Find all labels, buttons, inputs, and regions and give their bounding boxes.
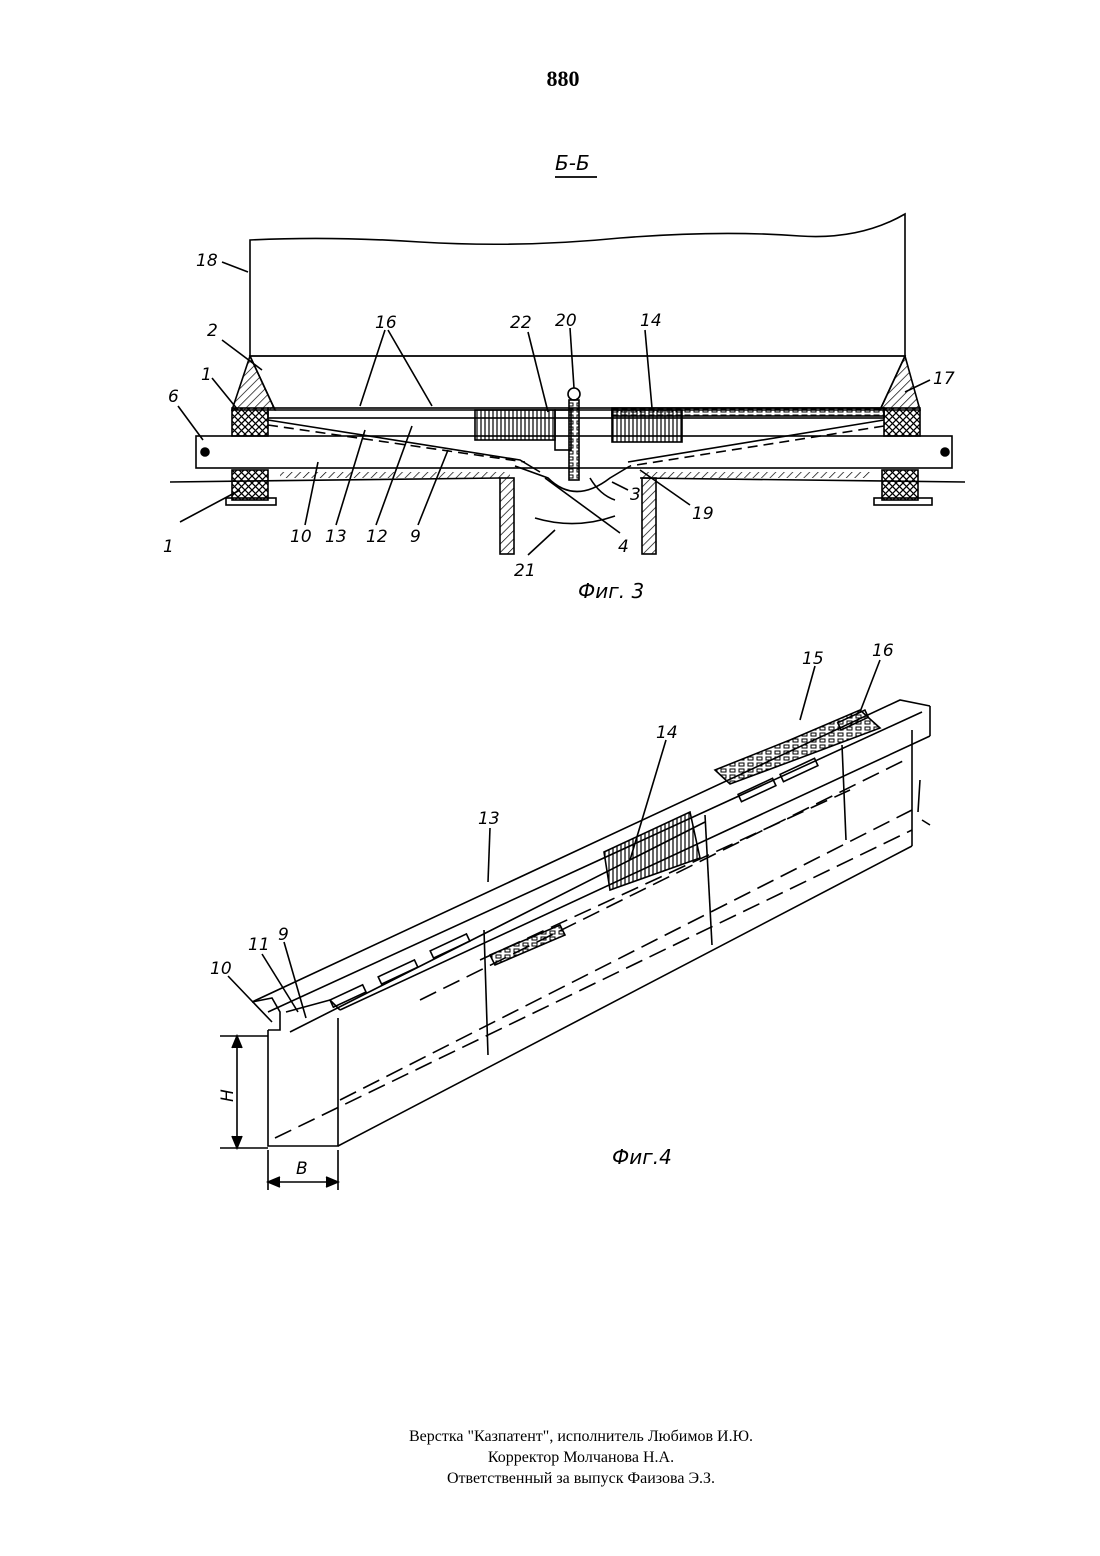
- post-left: [500, 478, 514, 554]
- break-line-2: [705, 815, 712, 945]
- section-label: Б-Б: [555, 151, 590, 175]
- leader-6: [178, 406, 203, 440]
- trough-bottom-edge: [338, 846, 912, 1146]
- label-11: 11: [248, 935, 270, 955]
- label-16: 16: [375, 313, 397, 333]
- trough-top-edge-front: [268, 712, 922, 1012]
- label-6: 6: [168, 387, 179, 407]
- label-15: 15: [802, 649, 824, 669]
- label-20: 20: [555, 311, 577, 331]
- grate-panel-14: [604, 812, 700, 890]
- figure-4: [220, 660, 930, 1190]
- leader-14: [645, 330, 652, 408]
- footer-line-3: Ответственный за выпуск Фаизова Э.З.: [0, 1468, 1100, 1489]
- leader-1a: [212, 378, 238, 410]
- ground-left: [170, 478, 500, 482]
- figure-3-caption: Фиг. 3: [578, 579, 644, 603]
- leader-15: [800, 666, 815, 720]
- dim-h-label: H: [218, 1089, 238, 1102]
- label-19: 19: [692, 504, 714, 524]
- post-right: [642, 478, 656, 554]
- label-14: 14: [640, 311, 662, 331]
- pin-right: [941, 448, 949, 456]
- grate-14: [612, 408, 884, 416]
- figure-4-caption: Фиг.4: [612, 1145, 672, 1169]
- label-1b: 1: [163, 537, 174, 557]
- footer: Верстка "Казпатент", исполнитель Любимов…: [0, 1426, 1100, 1489]
- label-12: 12: [366, 527, 388, 547]
- label-13: 13: [325, 527, 347, 547]
- pin-left: [201, 448, 209, 456]
- seal-right-top: [884, 408, 920, 436]
- leader-16: [360, 330, 432, 406]
- leader-10: [305, 462, 318, 525]
- leader-9: [418, 450, 448, 525]
- leader-3: [612, 482, 628, 490]
- label-13-fig4: 13: [478, 809, 500, 829]
- leader-20: [570, 328, 574, 388]
- footer-line-1: Верстка "Казпатент", исполнитель Любимов…: [0, 1426, 1100, 1447]
- slot-1: [430, 934, 470, 958]
- rod-eye-20: [568, 388, 580, 400]
- leader-18: [222, 262, 248, 272]
- trough-front-face: [268, 1018, 338, 1146]
- leader-22: [528, 332, 548, 412]
- label-3: 3: [630, 485, 641, 505]
- label-2: 2: [207, 321, 218, 341]
- figure-3: Б-Б: [170, 151, 965, 555]
- leader-16-fig4: [860, 660, 880, 712]
- label-18: 18: [196, 251, 218, 271]
- label-17: 17: [933, 369, 955, 389]
- leader-21: [528, 530, 555, 555]
- label-10: 10: [290, 527, 312, 547]
- leader-1b: [180, 490, 240, 522]
- slot-2: [378, 960, 418, 984]
- leader-13-fig4: [488, 828, 490, 882]
- leader-4: [545, 478, 620, 533]
- label-16-fig4: 16: [872, 641, 894, 661]
- inner-slope-dashed-1: [275, 830, 912, 1138]
- footer-line-2: Корректор Молчанова Н.А.: [0, 1447, 1100, 1468]
- inner-slope-dashed-3: [420, 760, 905, 1000]
- ground-hatch-right: [640, 472, 870, 478]
- label-21: 21: [514, 561, 536, 581]
- label-9: 9: [410, 527, 421, 547]
- hopper-right-wall: [880, 356, 920, 410]
- perforated-area-15: [715, 710, 880, 784]
- label-22: 22: [510, 313, 532, 333]
- wagon-body: [250, 214, 905, 356]
- label-9-fig4: 9: [278, 925, 289, 945]
- figure-3-labels: 18 2 1 6 16 22 20 14 17 1 10 13 12 9 4 3…: [163, 251, 955, 603]
- label-1a: 1: [201, 365, 212, 385]
- seal-right-bottom: [882, 470, 918, 500]
- end-mark: [918, 780, 930, 825]
- leader-2: [222, 340, 262, 370]
- seal-left-top: [232, 408, 268, 436]
- label-14-fig4: 14: [656, 723, 678, 743]
- perforated-strip: [490, 925, 565, 965]
- label-4: 4: [618, 537, 629, 557]
- dim-b-label: B: [296, 1159, 308, 1179]
- outlet-gate-3: [590, 478, 615, 500]
- label-10-fig4: 10: [210, 959, 232, 979]
- seal-left-bottom: [232, 470, 268, 500]
